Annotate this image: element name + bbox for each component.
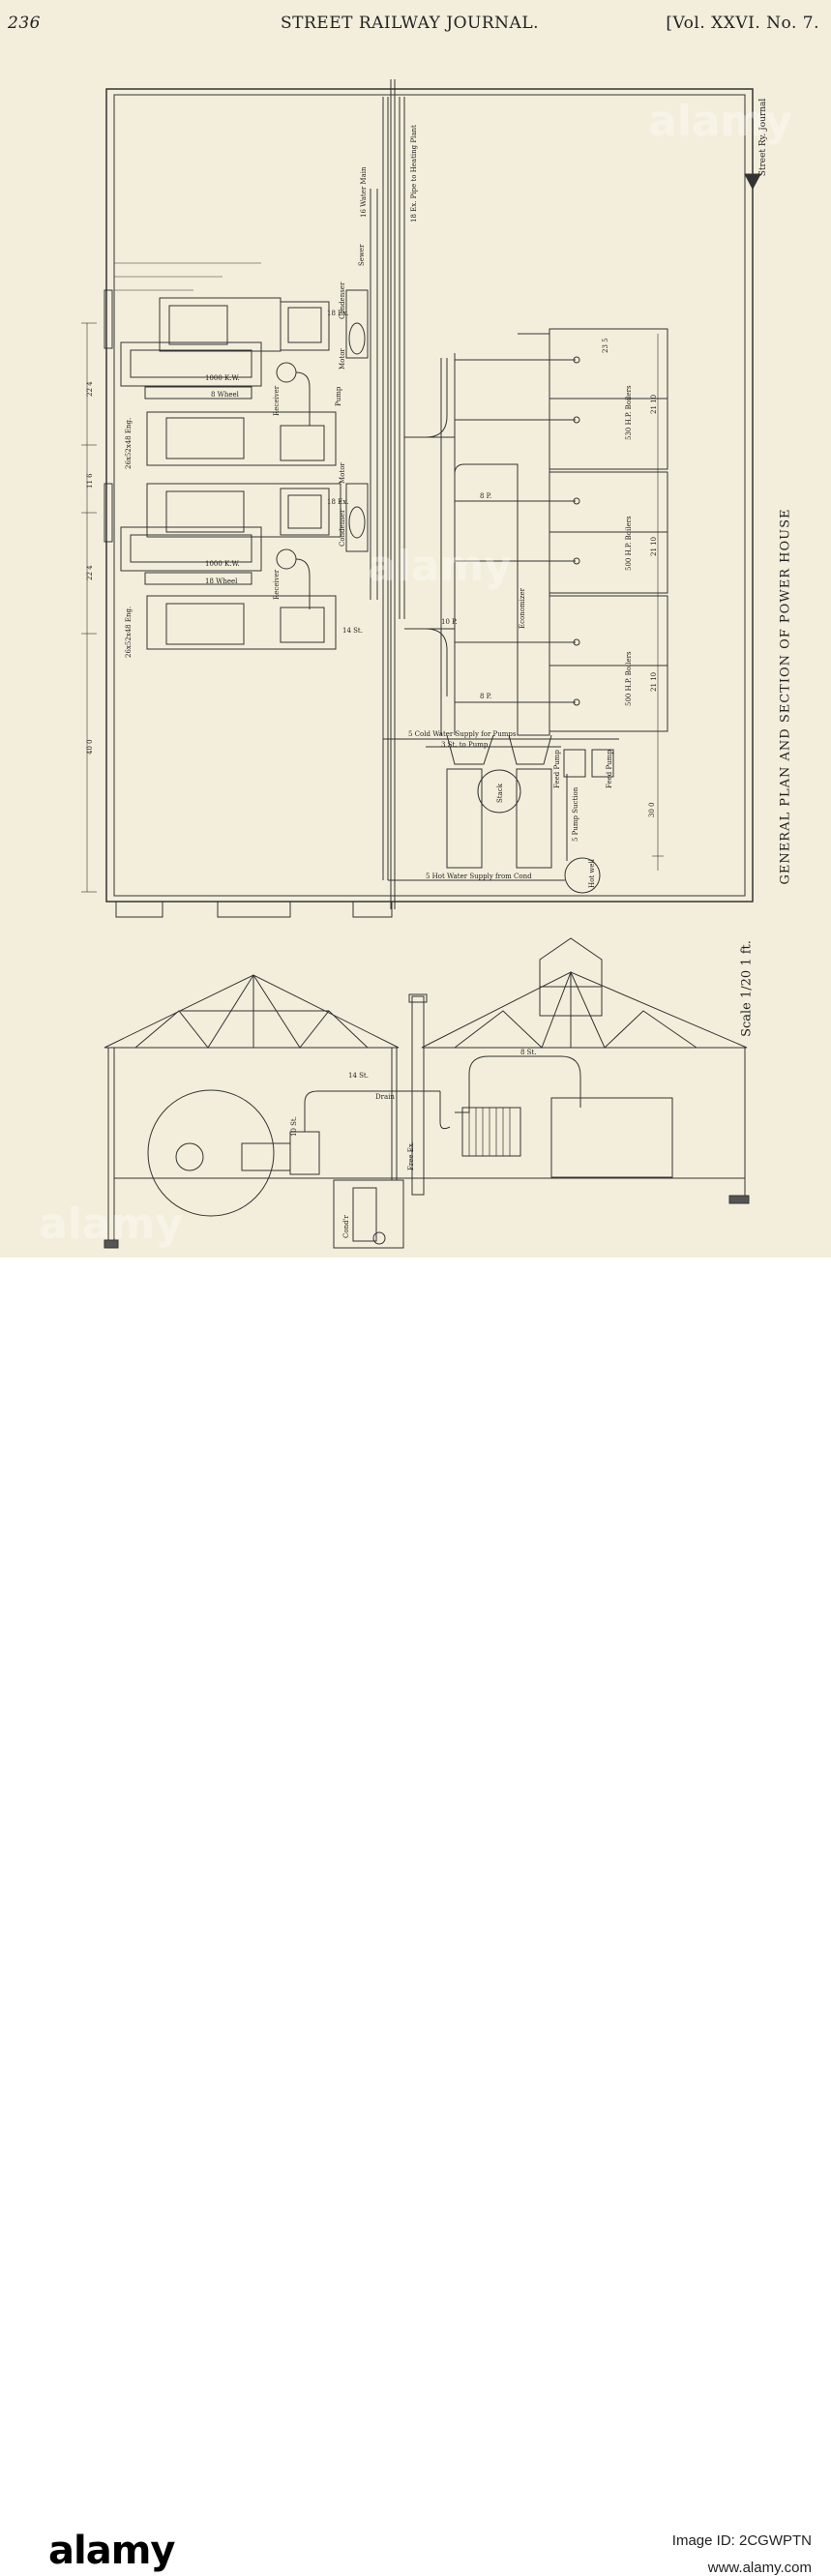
generator-2 (120, 526, 262, 585)
label-feed-pump-1: Feed Pump (553, 750, 561, 788)
label-dim-23-5: 23 5 (602, 338, 609, 353)
label-condenser-2: Condenser (339, 509, 346, 547)
label-hot-well: Hot well (588, 858, 596, 888)
label-motor-2: Motor (339, 462, 346, 484)
watermark-text: alamy (648, 97, 792, 146)
label-st-to-pump: 3 St. to Pump (441, 741, 489, 749)
label-18ex-2: 18 Ex. (327, 498, 348, 506)
journal-title: STREET RAILWAY JOURNAL. (281, 14, 540, 33)
label-feed-pump-2: Feed Pump (606, 750, 613, 788)
label-8p-2: 8 P. (480, 693, 491, 700)
label-18-wheel: 18 Wheel (205, 577, 238, 585)
label-10p: 10 P. (441, 618, 458, 626)
plan-view (81, 79, 761, 918)
label-water-main: 16 Water Main (360, 166, 368, 218)
watermark-text: alamy (368, 542, 512, 591)
stock-footer: alamy Image ID: 2CGWPTN www.alamy.com (0, 1258, 831, 2576)
label-8-wheel: 8 Wheel (211, 391, 240, 399)
label-exhaust-pipe: 18 Ex. Pipe to Heating Plant (410, 125, 418, 222)
drawing-title: GENERAL PLAN AND SECTION OF POWER HOUSE (778, 508, 793, 885)
section-label-drain: Drain (375, 1093, 395, 1101)
section-label-14st: 14 St. (348, 1072, 369, 1080)
label-dim-21-10a: 21 10 (650, 395, 658, 414)
engine-unit-3 (146, 483, 341, 538)
section-label-condenser: Cond'r (342, 1215, 350, 1238)
label-motor-1: Motor (339, 348, 346, 370)
label-receiver-2: Receiver (273, 569, 281, 600)
journal-page: 236 STREET RAILWAY JOURNAL. [Vol. XXVI. … (0, 0, 831, 1258)
label-dim-22-4b: 22 4 (86, 565, 94, 580)
label-18ex-1: 18 Ex. (327, 310, 348, 317)
engine-unit-1 (159, 297, 330, 352)
label-condenser-1: Condenser (339, 281, 346, 319)
label-dim-11-6: 11 6 (86, 473, 94, 489)
power-house-drawing: 16 Water Main 18 Ex. Pipe to Heating Pla… (81, 79, 761, 1249)
label-cold-water: 5 Cold Water Supply for Pumps (408, 730, 517, 738)
label-engine-1: 26x52x48 Eng. (125, 418, 133, 469)
label-boilers-500a: 500 H.P. Boilers (625, 516, 633, 571)
label-economizer: Economizer (519, 587, 526, 629)
generator-1 (120, 341, 262, 400)
label-kw-1: 1000 K.W. (205, 374, 240, 382)
section-label-free-ex: Free Ex. (407, 1141, 415, 1170)
section-view (104, 937, 750, 1249)
section-label-8st: 8 St. (520, 1049, 537, 1056)
label-dim-30-0: 30 0 (648, 802, 656, 817)
label-receiver-1: Receiver (273, 385, 281, 416)
label-dim-22-4a: 22 4 (86, 381, 94, 397)
label-pump-suction: 5 Pump Suction (572, 786, 579, 842)
site-url[interactable]: www.alamy.com (707, 2560, 812, 2576)
label-kw-2: 1000 K.W. (205, 560, 240, 568)
engine-unit-2 (146, 411, 337, 466)
label-engine-2: 26x52x48 Eng. (125, 607, 133, 658)
label-hot-water: 5 Hot Water Supply from Cond (426, 873, 532, 880)
label-boilers-530: 530 H.P. Boilers (625, 385, 633, 440)
section-label-10st: 10 St. (290, 1116, 298, 1137)
volume-number: [Vol. XXVI. No. 7. (666, 14, 819, 33)
drawing-scale: Scale 1/20 1 ft. (739, 940, 755, 1037)
label-boilers-500b: 500 H.P. Boilers (625, 651, 633, 706)
label-dim-40-0: 40 0 (86, 739, 94, 755)
label-dim-21-10c: 21 10 (650, 672, 658, 692)
engine-unit-4 (146, 595, 337, 650)
page-number: 236 (8, 14, 41, 33)
image-id: Image ID: 2CGWPTN (671, 2532, 812, 2549)
alamy-logo[interactable]: alamy (48, 2529, 175, 2573)
watermark-text: alamy (39, 1199, 183, 1249)
label-14st: 14 St. (342, 627, 363, 635)
label-sewer: Sewer (358, 244, 366, 266)
label-stack: Stack (496, 783, 504, 803)
label-pump: Pump (335, 386, 342, 406)
label-8p-1: 8 P. (480, 492, 491, 500)
label-dim-21-10b: 21 10 (650, 537, 658, 556)
